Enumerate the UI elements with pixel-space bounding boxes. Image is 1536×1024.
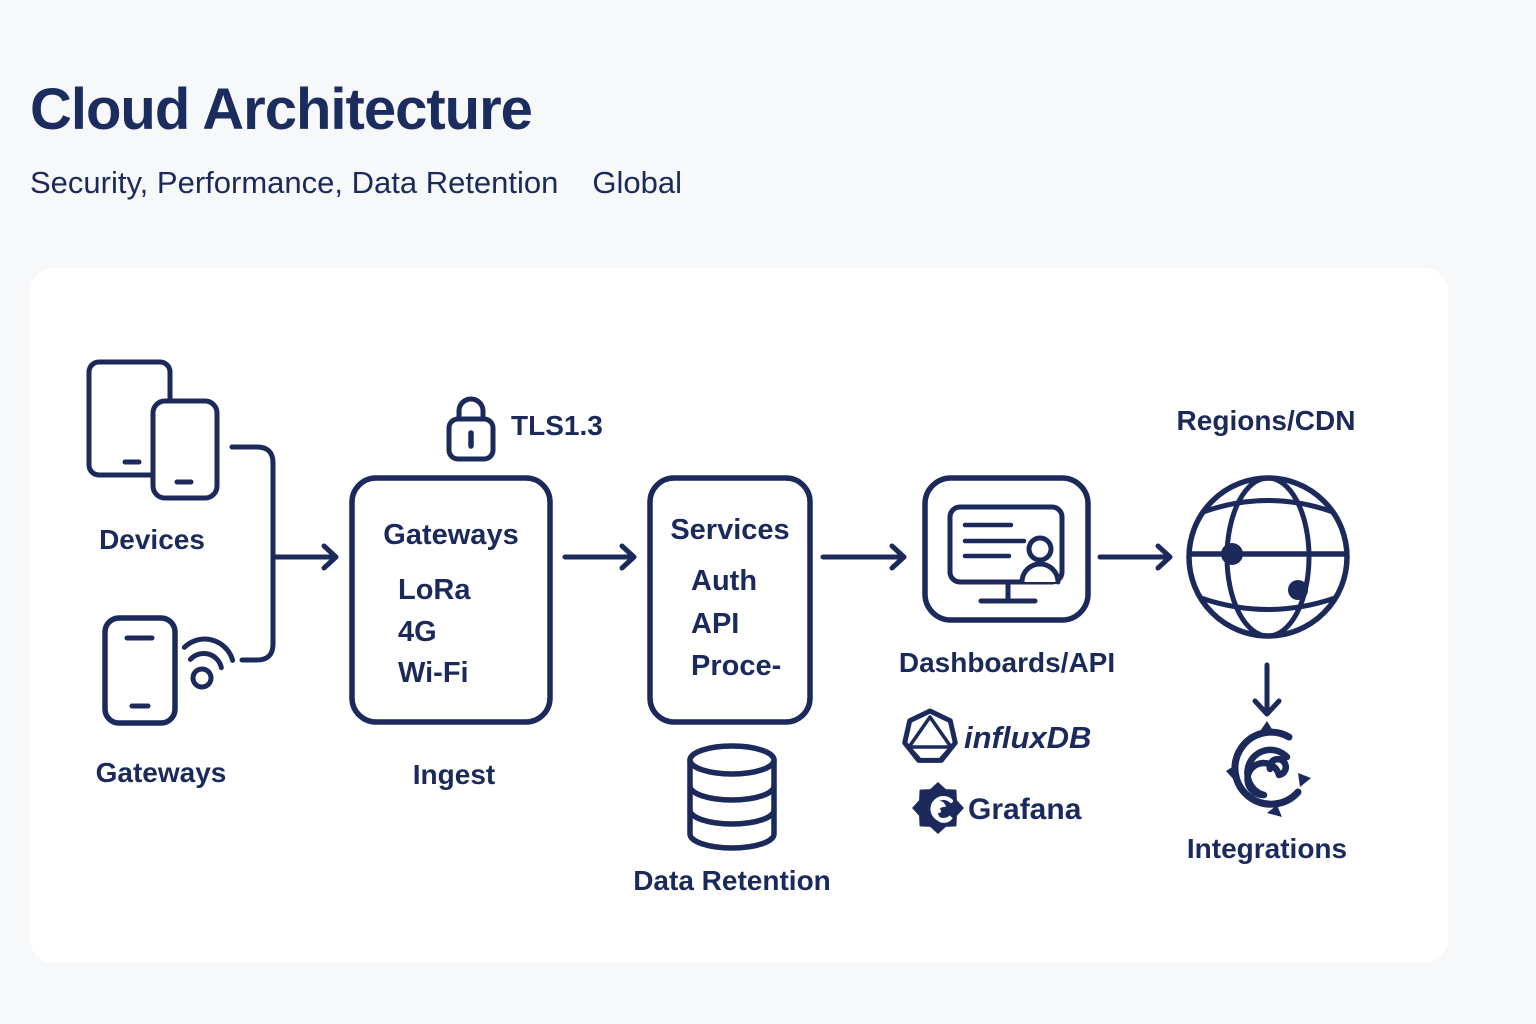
dashboards-label: Dashboards/API xyxy=(899,647,1115,678)
devices-icon xyxy=(86,359,220,501)
gateways-box-item: Wi-Fi xyxy=(398,657,469,689)
services-box-title: Services xyxy=(670,514,789,546)
services-box-item: Auth xyxy=(691,565,757,597)
diagram-panel: Devices Gateways TLS1.3 Gateways LoRa 4G… xyxy=(30,268,1448,963)
ingest-label: Ingest xyxy=(413,759,495,790)
dashboards-to-regions-arrow xyxy=(1097,543,1173,571)
integrations-icon xyxy=(1226,721,1311,817)
devices-to-ingest-connector xyxy=(229,444,339,663)
regions-to-integrations-arrow xyxy=(1252,662,1282,717)
gateways-box-item: 4G xyxy=(398,616,437,648)
person-icon xyxy=(1019,535,1061,585)
arrowhead-icon xyxy=(619,543,637,571)
influxdb-wordmark: influxDB xyxy=(964,720,1091,755)
services-to-dashboards-arrow xyxy=(820,543,907,571)
monitor-icon xyxy=(947,504,1065,604)
services-box: Services Auth API Proce- xyxy=(647,475,813,725)
influxdb-logo: influxDB xyxy=(902,708,1091,763)
arrowhead-icon xyxy=(1252,698,1282,717)
architecture-diagram: Devices Gateways TLS1.3 Gateways LoRa 4G… xyxy=(86,359,1356,896)
regions-label: Regions/CDN xyxy=(1177,405,1356,436)
database-icon xyxy=(687,743,777,851)
integrations-label: Integrations xyxy=(1187,833,1347,864)
gateways-box-item: LoRa xyxy=(398,574,471,606)
ingest-to-services-arrow xyxy=(562,543,637,571)
services-box-item: Proce- xyxy=(691,650,781,682)
subtitle-right: Global xyxy=(592,165,683,200)
page-subtitle: Security, Performance, Data Retention Gl… xyxy=(30,143,1510,201)
arrowhead-icon xyxy=(1155,543,1173,571)
region-dot xyxy=(1288,580,1308,600)
grafana-logo: Grafana xyxy=(912,782,1082,834)
tls-label: TLS1.3 xyxy=(511,410,603,441)
services-box-item: API xyxy=(691,608,739,640)
subtitle-left: Security, Performance, Data Retention xyxy=(30,165,559,200)
lock-icon xyxy=(446,396,496,462)
gateways-box: Gateways LoRa 4G Wi-Fi xyxy=(349,475,553,725)
globe-icon xyxy=(1186,475,1350,639)
wifi-icon xyxy=(181,636,236,690)
arrowhead-icon xyxy=(321,543,339,571)
gateways-source-label: Gateways xyxy=(96,757,227,788)
dashboards-box xyxy=(922,475,1091,623)
devices-label: Devices xyxy=(99,524,205,555)
grafana-wordmark: Grafana xyxy=(968,793,1082,826)
gateways-box-title: Gateways xyxy=(383,519,518,551)
data-retention-label: Data Retention xyxy=(633,865,831,896)
page-title: Cloud Architecture xyxy=(30,77,533,142)
page-header: Cloud Architecture Security, Performance… xyxy=(30,0,1510,201)
gateway-device-icon xyxy=(102,615,236,726)
arrowhead-icon xyxy=(889,543,907,571)
region-dot xyxy=(1221,543,1243,565)
